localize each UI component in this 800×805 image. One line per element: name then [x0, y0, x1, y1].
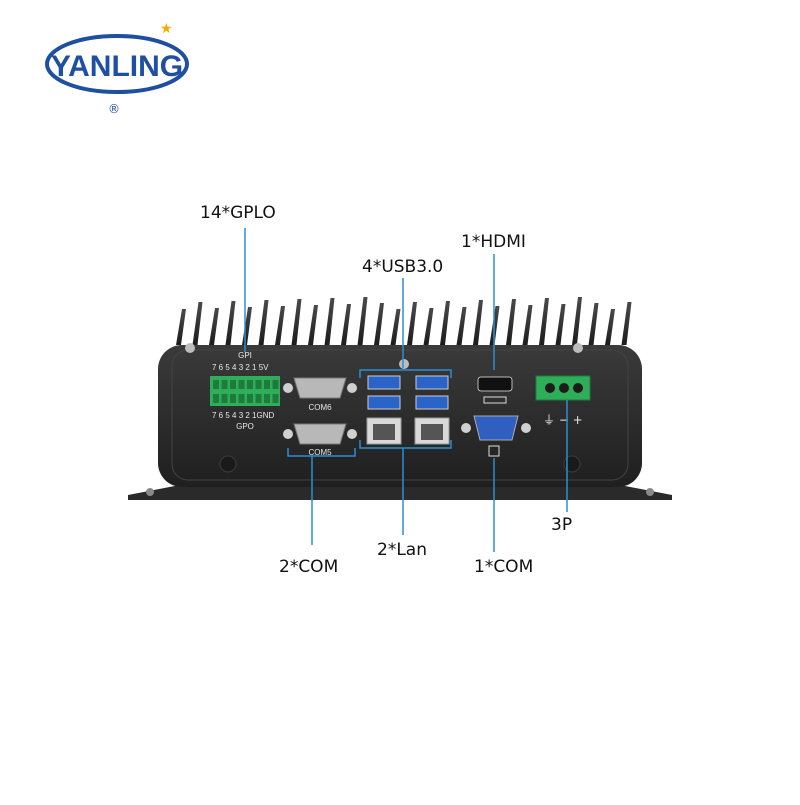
bracket-hole-right: [646, 488, 654, 496]
heatsink-fin: [324, 298, 335, 345]
registered-mark: ®: [108, 102, 120, 116]
gpio-pin: [213, 394, 219, 403]
gpi-pin-labels: 7 6 5 4 3 2 1 5V: [212, 363, 269, 372]
gpio-pin: [247, 394, 253, 403]
com6-label: COM6: [308, 403, 332, 412]
heatsink-fin: [440, 301, 450, 345]
callout-gpio: 14*GPLO: [200, 203, 276, 223]
heatsink-fin: [390, 309, 401, 345]
logo-ring: [45, 34, 189, 94]
lan-ports: [366, 417, 450, 445]
gpio-pin: [255, 380, 262, 389]
heatsink-fin: [539, 298, 549, 345]
heatsink-fin: [555, 304, 566, 345]
gpio-pin: [230, 394, 236, 403]
gpio-pin: [238, 380, 245, 389]
heatsink-fin: [225, 301, 236, 345]
heatsink-fin: [407, 302, 417, 345]
heatsink-fin: [192, 302, 203, 345]
callout-2com: 2*COM: [279, 557, 339, 577]
hdmi-port: [477, 376, 513, 404]
com5-label: COM5: [308, 448, 332, 457]
callout-lan: 2*Lan: [377, 540, 427, 560]
heatsink-fin: [572, 297, 582, 345]
vga-port: [461, 415, 531, 457]
heatsink-fin: [291, 299, 302, 345]
power-terminal: ⏚ − +: [535, 375, 591, 427]
mount-bracket: [128, 485, 672, 500]
callout-power: 3P: [551, 515, 573, 535]
logo-star-icon: ★: [160, 21, 173, 37]
heatsink-fin: [473, 300, 483, 345]
screw: [573, 343, 583, 353]
heatsink-fin: [374, 303, 384, 345]
bracket-hole-left: [146, 488, 154, 496]
callout-1com: 1*COM: [474, 557, 534, 577]
heatsink-fin: [176, 309, 186, 345]
heatsink-fins: [176, 297, 632, 345]
gpo-pin-labels: 7 6 5 4 3 2 1GND: [212, 411, 274, 420]
brand-logo: YANLING ★ ®: [45, 21, 189, 116]
heatsink-fin: [423, 308, 434, 345]
callout-hdmi: 1*HDMI: [461, 232, 526, 252]
gpio-pin: [221, 380, 228, 389]
gpio-pin: [272, 380, 279, 389]
com6-port: COM6: [283, 377, 357, 412]
gpio-pin: [255, 394, 262, 403]
usb-ports: [367, 375, 449, 410]
foot-pad: [563, 455, 581, 473]
gpio-block: GPI 7 6 5 4 3 2 1 5V 7 6 5 4 3 2 1GND GP…: [210, 351, 280, 431]
callout-lines: [244, 228, 568, 552]
heatsink-fin: [209, 308, 219, 345]
heatsink-fin: [258, 300, 269, 345]
logo-text: YANLING: [51, 50, 183, 83]
gpi-label: GPI: [238, 351, 252, 360]
heatsink-fin: [506, 299, 516, 345]
gpio-pin: [264, 380, 270, 389]
foot-pad: [219, 455, 237, 473]
heatsink-fin: [357, 297, 368, 345]
heatsink-fin: [308, 305, 318, 345]
gpio-pin: [230, 380, 236, 389]
heatsink-fin: [456, 307, 467, 345]
heatsink-fin: [242, 307, 252, 345]
com5-port: COM5: [283, 423, 357, 457]
callout-usb: 4*USB3.0: [362, 257, 444, 277]
screw: [185, 343, 195, 353]
front-panel: [171, 349, 629, 481]
heatsink-fin: [621, 302, 632, 345]
gpio-pin: [272, 394, 279, 403]
heatsink-fin: [522, 305, 533, 345]
gpo-label: GPO: [236, 422, 254, 431]
heatsink-fin: [605, 309, 615, 345]
gpio-pin: [264, 394, 270, 403]
screw: [399, 359, 409, 369]
gpio-pin: [213, 380, 219, 389]
gpio-pin: [247, 380, 253, 389]
heatsink-fin: [341, 304, 351, 345]
power-symbol: ⏚ − +: [543, 413, 583, 427]
gpio-pin: [238, 394, 245, 403]
heatsink-fin: [275, 306, 285, 345]
heatsink-fin: [588, 303, 599, 345]
gpio-pin: [221, 394, 228, 403]
